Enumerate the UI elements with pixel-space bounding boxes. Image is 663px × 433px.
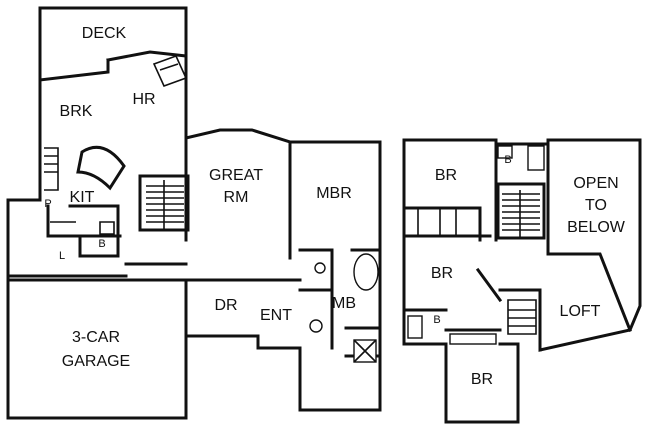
garage-outline [6,278,188,420]
main-floor-outline [6,50,302,282]
upper-bath-top-tub [527,145,545,171]
label-kit: KIT [70,189,95,206]
bedroom-dividers [402,156,542,352]
upper-closets [417,208,457,236]
label-great: GREAT [209,167,263,184]
pantry-laundry-walls [6,204,188,278]
upper-floor-outline [402,138,642,424]
label-garage-2: GARAGE [62,353,130,370]
fireplace-shape [152,54,188,88]
label-to: TO [585,197,607,214]
label-loft: LOFT [560,303,601,320]
upper-stairs [496,182,546,240]
label-main-bath: B [98,238,105,250]
kitchen-counter [44,147,59,191]
open-to-below-edge [546,142,632,332]
label-br-bottom: BR [471,371,493,388]
upper-bath-left-fixture [407,315,423,339]
master-suite-walls [256,140,382,412]
upper-floor [402,138,642,424]
label-ent: ENT [260,307,292,324]
label-rm: RM [224,189,249,206]
label-open: OPEN [573,175,618,192]
dining-walls [184,278,260,338]
master-tub [353,253,379,291]
label-br-mid: BR [431,265,453,282]
label-garage-1: 3-CAR [72,329,120,346]
label-laundry: L [59,250,65,262]
label-below: BELOW [567,219,626,236]
deck-outline [38,6,188,82]
toilet-icon [309,319,323,333]
label-mb: MB [332,295,356,312]
upper-bath-top-fixture [497,145,513,159]
laundry-fixtures [50,221,115,235]
loft-stairs [507,299,537,335]
sink-icon [314,262,326,274]
label-hr: HR [132,91,155,108]
main-floor [6,6,382,420]
label-pantry: P [44,198,51,210]
label-mbr: MBR [316,185,352,202]
upper-stair-treads [502,190,540,238]
label-dr: DR [214,297,237,314]
label-brk: BRK [60,103,93,120]
master-shower-x [353,339,377,363]
kitchen-island [76,145,126,191]
label-bath-up-top: B [504,154,511,166]
upper-bath-sink [449,333,497,345]
label-bath-up-left: B [433,314,440,326]
label-deck: DECK [82,25,127,42]
label-br-upper-left: BR [435,167,457,184]
room-labels: DECK BRK HR KIT P L B GREAT RM MBR MB DR… [44,25,625,388]
main-stair-treads [146,180,184,230]
